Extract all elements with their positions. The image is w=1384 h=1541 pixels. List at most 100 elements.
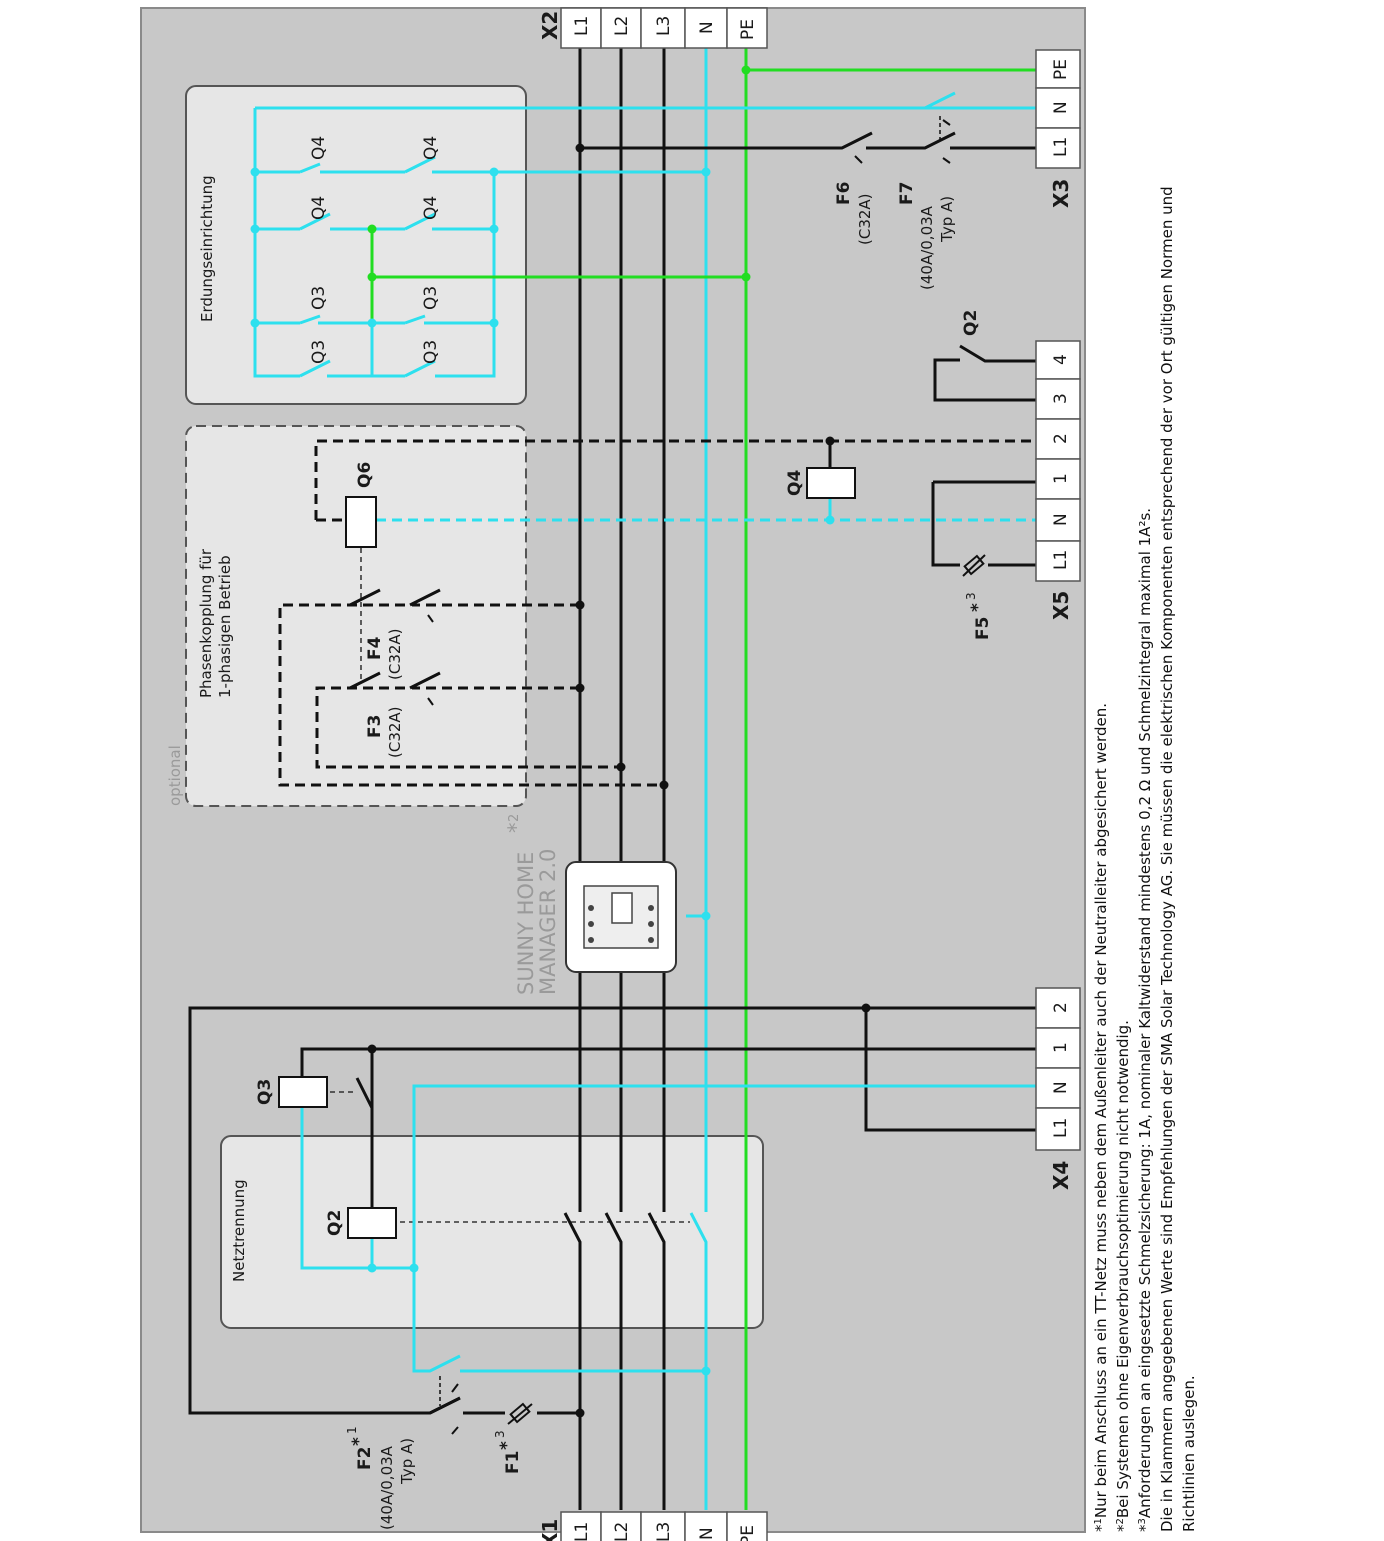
x5-pin-1: 1 [1051, 473, 1071, 484]
x3-pin-n: N [1051, 101, 1071, 114]
erdung-q4-b: Q4 [309, 196, 329, 220]
q3-coil [278, 1076, 328, 1108]
x5-pin-n: N [1051, 513, 1071, 526]
x2-pin-l2: L2 [612, 16, 632, 36]
q2-switch-label: Q2 [961, 310, 981, 336]
footnote-4-line1: Die in Klammern angegebenen Werte sind E… [1158, 186, 1176, 1532]
lower-dots [367, 911, 871, 1418]
manager-footnote-sup: 2 [507, 814, 522, 822]
q3-coil-label: Q3 [255, 1079, 275, 1105]
erdung-q4-d: Q4 [421, 196, 441, 220]
f1-label: F1 [503, 1451, 523, 1474]
x2-label: X2 [538, 11, 562, 40]
x5-pin-4: 4 [1051, 354, 1071, 365]
phasen-dots [575, 436, 835, 790]
f1-star: * [497, 1441, 517, 1450]
x2-pin-n: N [697, 21, 717, 34]
footnote-3: *3Anforderungen an eingesetzte Schmelzsi… [1136, 508, 1154, 1532]
q4-coil [806, 467, 856, 499]
q6-label: Q6 [355, 462, 375, 488]
x1-pin-l1: L1 [572, 1522, 592, 1541]
f5-star: * [968, 603, 988, 612]
erdung-wiring [253, 106, 1036, 378]
erdung-box [185, 85, 527, 405]
x1-pin-n: N [697, 1527, 717, 1540]
f7-rating-line2: Typ A) [938, 196, 956, 243]
terminal-x3 [1035, 49, 1081, 169]
erdung-q3-a: Q3 [309, 286, 329, 310]
erdung-q4-c: Q4 [421, 136, 441, 160]
f2-star: * [349, 1437, 369, 1446]
x3-label: X3 [1049, 179, 1073, 208]
x5-pin-3: 3 [1051, 393, 1071, 404]
f3-rating: (C32A) [386, 706, 404, 758]
q2-coil-label: Q2 [325, 1210, 345, 1236]
erdung-dots [250, 167, 711, 328]
x2-pin-l3: L3 [654, 16, 674, 36]
x1-pin-l3: L3 [654, 1522, 674, 1541]
erdung-label: Erdungseinrichtung [198, 175, 216, 322]
x1-pin-pe: PE [738, 1525, 758, 1541]
terminal-x2 [560, 7, 768, 49]
f1-sup: 3 [493, 1430, 507, 1438]
f2-rating-line1: (40A/0,03A [378, 1445, 396, 1530]
terminal-x4 [1035, 987, 1081, 1151]
x4-label: X4 [1049, 1161, 1073, 1190]
phasen-switches [349, 548, 441, 706]
x1-label: X1 [538, 1519, 562, 1541]
f6-label: F6 [834, 182, 854, 205]
footnote-2: *2Bei Systemen ohne Eigenverbrauchsoptim… [1114, 1020, 1132, 1532]
footnote-1: *1Nur beim Anschluss an ein TT-Netz muss… [1092, 703, 1110, 1532]
footnote-4-line2: Richtlinien auslegen. [1180, 1375, 1198, 1532]
terminal-x5 [1035, 340, 1081, 582]
x3-l1-dot [575, 143, 585, 153]
netztrennung-label: Netztrennung [230, 1179, 248, 1282]
x5-pin-2: 2 [1051, 433, 1071, 444]
f2-sup: 1 [345, 1426, 359, 1434]
erdung-earth-dots [367, 65, 751, 282]
phasen-label-line1: Phasenkopplung für [197, 548, 215, 698]
x4-pin-1: 1 [1051, 1042, 1071, 1053]
sunny-home-manager-device [565, 861, 677, 973]
f7-label: F7 [897, 182, 917, 205]
terminal-x1 [560, 1511, 768, 1541]
x5-label: X5 [1049, 591, 1073, 620]
x4-pin-n: N [1051, 1081, 1071, 1094]
q2-coil [347, 1207, 397, 1239]
x4-pin-l1: L1 [1051, 1118, 1071, 1138]
erdung-q3-c: Q3 [421, 286, 441, 310]
x2-pin-pe: PE [738, 19, 758, 40]
phasen-label-line2: 1-phasigen Betrieb [216, 555, 234, 698]
f3-label: F3 [365, 715, 385, 738]
x5-pin-l1: L1 [1051, 550, 1071, 570]
x3-pin-pe: PE [1051, 59, 1071, 80]
f2-rating-line2: Typ A) [398, 1438, 416, 1485]
x4-wiring [188, 914, 1036, 1435]
erdung-q3-b: Q3 [309, 340, 329, 364]
f5-sup: 3 [964, 592, 978, 600]
manager-label-line2: MANAGER 2.0 [536, 849, 560, 995]
x4-pin-2: 2 [1051, 1002, 1071, 1013]
q6-coil [345, 496, 377, 548]
x3-wiring [580, 68, 1036, 164]
erdung-q4-a: Q4 [309, 136, 329, 160]
x3-pin-l1: L1 [1051, 137, 1071, 157]
x5-wiring [931, 344, 1036, 577]
f4-label: F4 [365, 636, 385, 660]
f7-rating-line1: (40A/0,03A [918, 205, 936, 290]
f2-label: F2 [355, 1447, 375, 1470]
x1-pin-l2: L2 [612, 1522, 632, 1541]
netztrennung-box [220, 1135, 764, 1329]
manager-label-line1: SUNNY HOME [514, 852, 538, 995]
q4-neutral-dot [825, 515, 835, 525]
f5-label: F5 [973, 617, 993, 640]
optional-label: optional [166, 745, 184, 806]
bus-lines [400, 40, 748, 1510]
x2-pin-l1: L1 [572, 16, 592, 36]
phasen-wiring [278, 439, 1036, 787]
erdung-q3-d: Q3 [421, 340, 441, 364]
q4-coil-label: Q4 [785, 470, 805, 496]
f4-rating: (C32A) [386, 628, 404, 680]
manager-footnote-star: * [504, 823, 528, 834]
